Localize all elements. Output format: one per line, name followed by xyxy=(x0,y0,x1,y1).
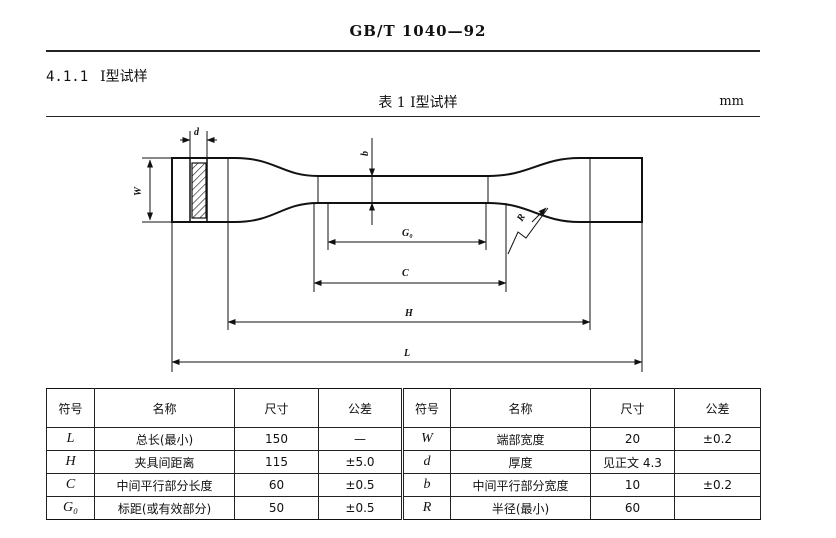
document-header: GB/T 1040—92 xyxy=(349,22,487,40)
tolerance-cell: ±0.5 xyxy=(318,473,403,497)
header-cell: 公差 xyxy=(674,388,761,428)
table-row: C 中间平行部分长度 60 ±0.5 b 中间平行部分宽度 10 ±0.2 xyxy=(46,473,761,497)
size-cell: 10 xyxy=(590,473,675,497)
thickness-section-hatch xyxy=(191,162,207,219)
name-cell: 端部宽度 xyxy=(450,427,591,451)
name-cell: 标距(或有效部分) xyxy=(94,496,235,520)
header-cell: 符号 xyxy=(46,388,95,428)
symbol-cell: C xyxy=(46,473,95,497)
header-cell: 尺寸 xyxy=(590,388,675,428)
size-cell: 20 xyxy=(590,427,675,451)
specimen-outline xyxy=(171,157,643,223)
unit-label: mm xyxy=(719,94,744,109)
dim-label-h: H xyxy=(404,308,414,319)
table-row: G₀ 标距(或有效部分) 50 ±0.5 R 半径(最小) 60 xyxy=(46,496,761,520)
table-row: L 总长(最小) 150 — W 端部宽度 20 ±0.2 xyxy=(46,427,761,451)
dim-label-c: C xyxy=(402,268,409,279)
symbol-cell: G₀ xyxy=(46,496,95,520)
table-caption: 表 1 Ⅰ型试样 xyxy=(378,95,458,111)
specimen-drawing: d W b G₀ C R H L xyxy=(133,127,643,372)
tolerance-cell: ±0.2 xyxy=(674,427,761,451)
size-cell: 50 xyxy=(234,496,319,520)
dim-label-d: d xyxy=(194,127,200,138)
table-header-row: 符号 名称 尺寸 公差 符号 名称 尺寸 公差 xyxy=(46,388,761,428)
name-cell: 夹具间距离 xyxy=(94,450,235,474)
symbol-cell: b xyxy=(401,473,451,497)
symbol-cell: H xyxy=(46,450,95,474)
symbol-cell: d xyxy=(401,450,451,474)
dim-label-g0: G₀ xyxy=(402,228,413,239)
tolerance-cell: ±0.5 xyxy=(318,496,403,520)
symbol-cell: W xyxy=(401,427,451,451)
size-cell: 60 xyxy=(590,496,675,520)
radius-leader xyxy=(507,207,549,255)
header-cell: 符号 xyxy=(401,388,451,428)
header-cell: 名称 xyxy=(450,388,591,428)
dim-label-b: b xyxy=(360,151,371,156)
size-cell: 115 xyxy=(234,450,319,474)
clause-title: Ⅰ型试样 xyxy=(100,69,148,85)
header-cell: 尺寸 xyxy=(234,388,319,428)
symbol-cell: R xyxy=(401,496,451,520)
table-row: H 夹具间距离 115 ±5.0 d 厚度 见正文 4.3 xyxy=(46,450,761,474)
tolerance-cell xyxy=(674,450,761,474)
size-cell: 150 xyxy=(234,427,319,451)
size-cell: 60 xyxy=(234,473,319,497)
header-cell: 名称 xyxy=(94,388,235,428)
tolerance-cell: ±0.2 xyxy=(674,473,761,497)
dim-label-l: L xyxy=(403,348,410,359)
name-cell: 半径(最小) xyxy=(450,496,591,520)
dim-label-r: R xyxy=(515,212,529,224)
dimensions-table: 符号 名称 尺寸 公差 符号 名称 尺寸 公差 L 总长(最小) 150 — W… xyxy=(46,388,761,520)
tolerance-cell: — xyxy=(318,427,403,451)
name-cell: 总长(最小) xyxy=(94,427,235,451)
size-cell: 见正文 4.3 xyxy=(590,450,675,474)
name-cell: 厚度 xyxy=(450,450,591,474)
name-cell: 中间平行部分宽度 xyxy=(450,473,591,497)
name-cell: 中间平行部分长度 xyxy=(94,473,235,497)
clause-heading: 4.1.1 Ⅰ型试样 xyxy=(46,66,148,86)
symbol-cell: L xyxy=(46,427,95,451)
header-cell: 公差 xyxy=(318,388,403,428)
tolerance-cell: ±5.0 xyxy=(318,450,403,474)
clause-number: 4.1.1 xyxy=(46,69,89,85)
dim-label-w: W xyxy=(133,186,144,196)
caption-rule xyxy=(46,116,760,117)
header-rule xyxy=(46,50,760,52)
tolerance-cell xyxy=(674,496,761,520)
